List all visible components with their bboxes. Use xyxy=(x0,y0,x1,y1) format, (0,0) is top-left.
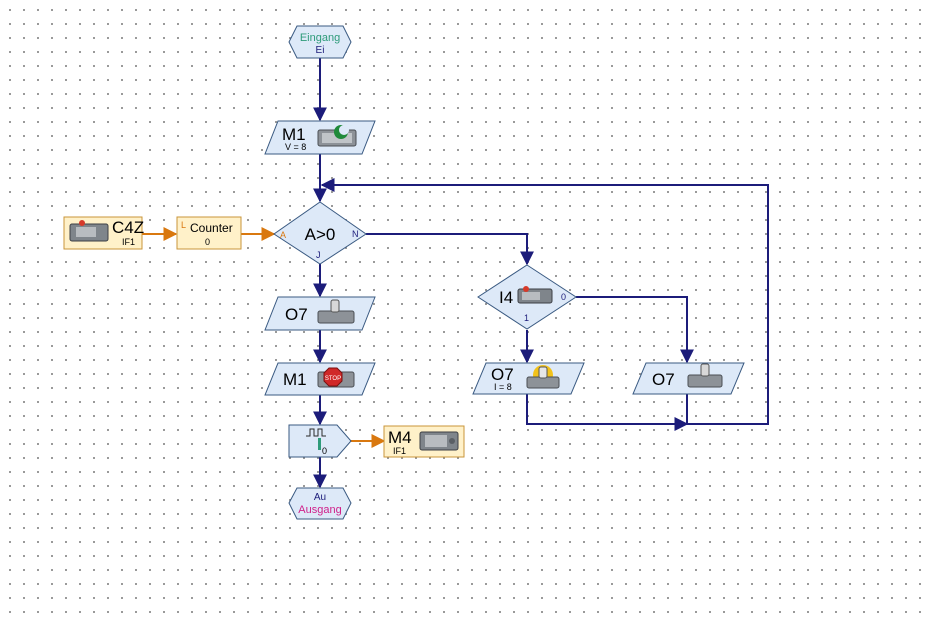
output-on-block[interactable]: O7 I = 8 xyxy=(472,362,585,395)
output-left-title: O7 xyxy=(285,305,308,324)
stop-icon: STOP xyxy=(317,367,355,388)
motor-out-sub: IF1 xyxy=(393,446,406,456)
start-title: Eingang xyxy=(300,32,340,44)
decision-a-in-label: A xyxy=(280,230,286,240)
counter-sensor-icon xyxy=(69,220,109,242)
counter-source-block[interactable]: C4Z IF1 xyxy=(63,216,144,250)
lamp-on-icon xyxy=(526,365,560,389)
motor-start-sub: V = 8 xyxy=(285,142,306,152)
decision-i4-yes-label: 1 xyxy=(524,313,529,323)
output-on-sub: I = 8 xyxy=(494,382,512,392)
pulse-sub: 0 xyxy=(322,446,327,456)
start-terminal[interactable]: Eingang Ei xyxy=(288,25,352,59)
flow-decision-no[interactable] xyxy=(366,233,534,266)
decision-i4-no-label: 0 xyxy=(561,292,566,302)
output-off-block[interactable]: O7 xyxy=(632,362,745,395)
counter-var-prefix: L xyxy=(181,220,186,230)
motor-out-title: M4 xyxy=(388,428,412,447)
flow-on-merge[interactable] xyxy=(526,394,689,431)
decision-a-block[interactable]: A>0 A N J xyxy=(273,201,367,265)
motor-out-block[interactable]: M4 IF1 xyxy=(383,425,465,458)
lamp-icon xyxy=(687,363,723,388)
counter-var-block[interactable]: L Counter 0 xyxy=(176,216,242,250)
motor-stop-block[interactable]: M1 STOP xyxy=(264,362,376,396)
output-on-title: O7 xyxy=(491,365,514,384)
end-title: Ausgang xyxy=(298,504,341,516)
counter-var-sub: 0 xyxy=(205,237,210,247)
counter-source-sub: IF1 xyxy=(122,237,135,247)
decision-i4-title: I4 xyxy=(499,288,513,307)
lamp-icon xyxy=(317,299,355,324)
counter-var-title: Counter xyxy=(190,221,233,235)
motor-rotate-icon xyxy=(317,125,357,147)
start-sub: Ei xyxy=(316,45,325,56)
end-sub: Au xyxy=(314,492,326,503)
pulse-block[interactable]: 0 xyxy=(288,424,352,458)
data-wires xyxy=(142,227,386,448)
decision-a-no-label: N xyxy=(352,229,359,239)
motor-stop-title: M1 xyxy=(283,370,307,389)
decision-a-title: A>0 xyxy=(305,225,336,244)
end-terminal[interactable]: Au Ausgang xyxy=(288,487,352,520)
output-left-block[interactable]: O7 xyxy=(264,296,376,331)
switch-sensor-icon xyxy=(517,286,553,304)
motor-start-block[interactable]: M1 V = 8 xyxy=(264,120,376,155)
flow-i4-no[interactable] xyxy=(576,296,694,364)
decision-a-yes-label: J xyxy=(316,250,321,260)
stop-icon-text: STOP xyxy=(325,376,341,382)
flow-loop-back[interactable] xyxy=(320,178,769,425)
motor-start-title: M1 xyxy=(282,125,306,144)
flow-connections xyxy=(313,58,769,489)
pulse-icon xyxy=(306,428,326,450)
decision-i4-block[interactable]: I4 0 1 xyxy=(477,264,577,330)
output-off-title: O7 xyxy=(652,370,675,389)
motor-icon xyxy=(419,431,459,451)
counter-source-title: C4Z xyxy=(112,218,144,237)
